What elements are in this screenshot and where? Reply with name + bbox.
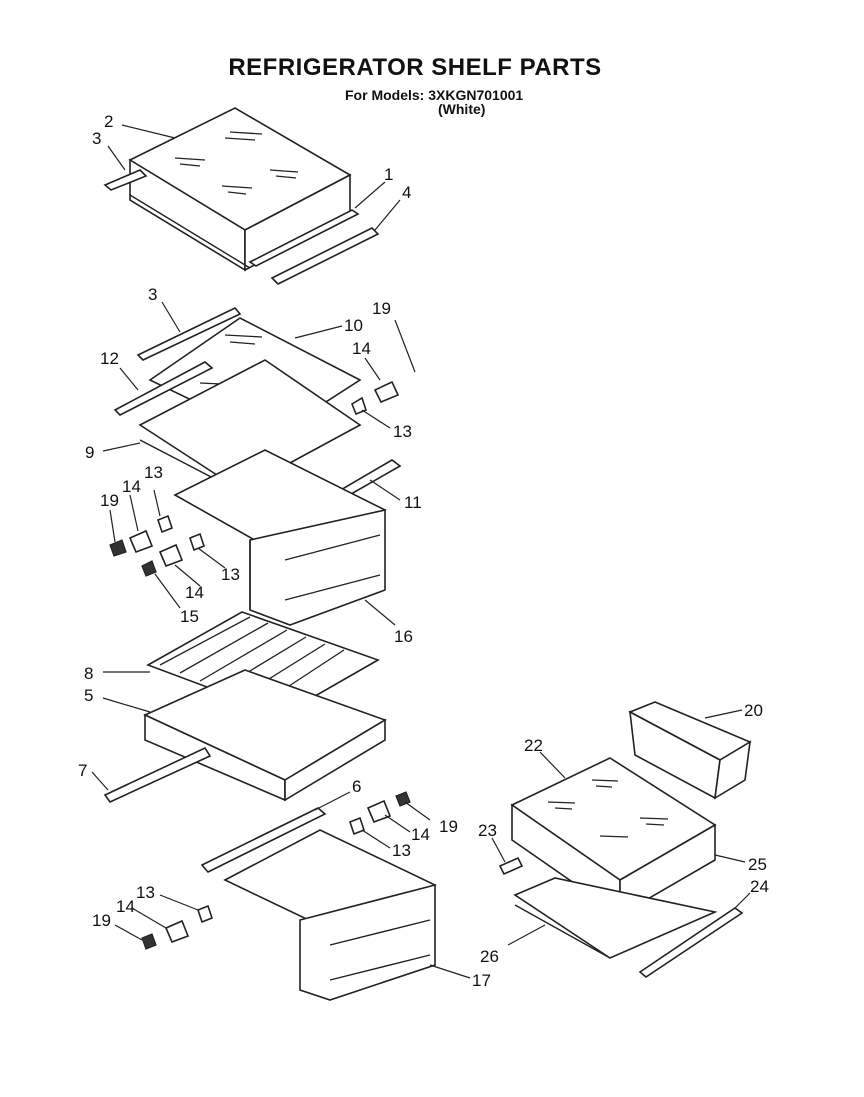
callout-2: 2 <box>104 112 113 131</box>
callout-26: 26 <box>480 947 499 966</box>
callout-13-lower-right: 13 <box>392 841 411 860</box>
callout-15: 15 <box>180 607 199 626</box>
callout-14-left: 14 <box>122 477 141 496</box>
glass-shelf-assembly <box>113 307 402 522</box>
callout-8: 8 <box>84 664 93 683</box>
callout-4: 4 <box>402 183 411 202</box>
callout-1: 1 <box>384 165 393 184</box>
callout-13-lower: 13 <box>221 565 240 584</box>
callout-3-mid: 3 <box>148 285 157 304</box>
leader-lines <box>91 124 751 979</box>
right-assembly <box>498 701 752 978</box>
callout-19-left: 19 <box>100 491 119 510</box>
crisper-cover-top <box>103 107 380 285</box>
callout-7: 7 <box>78 761 87 780</box>
callout-16: 16 <box>394 627 413 646</box>
callout-25: 25 <box>748 855 767 874</box>
color-line: (White) <box>438 101 486 117</box>
callout-24: 24 <box>750 877 769 896</box>
page-title: REFRIGERATOR SHELF PARTS <box>228 54 602 81</box>
callout-13-left: 13 <box>144 463 163 482</box>
callout-19-right: 19 <box>372 299 391 318</box>
callout-10: 10 <box>344 316 363 335</box>
wire-shelf <box>103 611 387 804</box>
callout-22: 22 <box>524 736 543 755</box>
callout-17: 17 <box>472 971 491 990</box>
callout-13-bottom-left: 13 <box>136 883 155 902</box>
callout-14-lower: 14 <box>185 583 204 602</box>
callout-14-right: 14 <box>352 339 371 358</box>
callout-14-bottom-left: 14 <box>116 897 135 916</box>
callout-23: 23 <box>478 821 497 840</box>
callout-13-right: 13 <box>393 422 412 441</box>
model-line: For Models: 3XKGN701001 <box>345 87 524 103</box>
callout-6: 6 <box>352 777 361 796</box>
callout-5: 5 <box>84 686 93 705</box>
left-hardware <box>109 514 205 577</box>
callout-19-lower-right: 19 <box>439 817 458 836</box>
callout-20: 20 <box>744 701 763 720</box>
callout-11: 11 <box>404 493 422 512</box>
crisper-drawer-lower <box>141 791 437 1001</box>
callout-labels: 2 3 1 4 3 10 19 14 12 13 9 11 13 14 19 1… <box>78 112 769 990</box>
callout-3-top: 3 <box>92 129 101 148</box>
crisper-drawer-upper <box>173 449 387 626</box>
callout-12: 12 <box>100 349 119 368</box>
callout-9: 9 <box>85 443 94 462</box>
callout-19-bottom-left: 19 <box>92 911 111 930</box>
callout-14-lower-right: 14 <box>411 825 430 844</box>
